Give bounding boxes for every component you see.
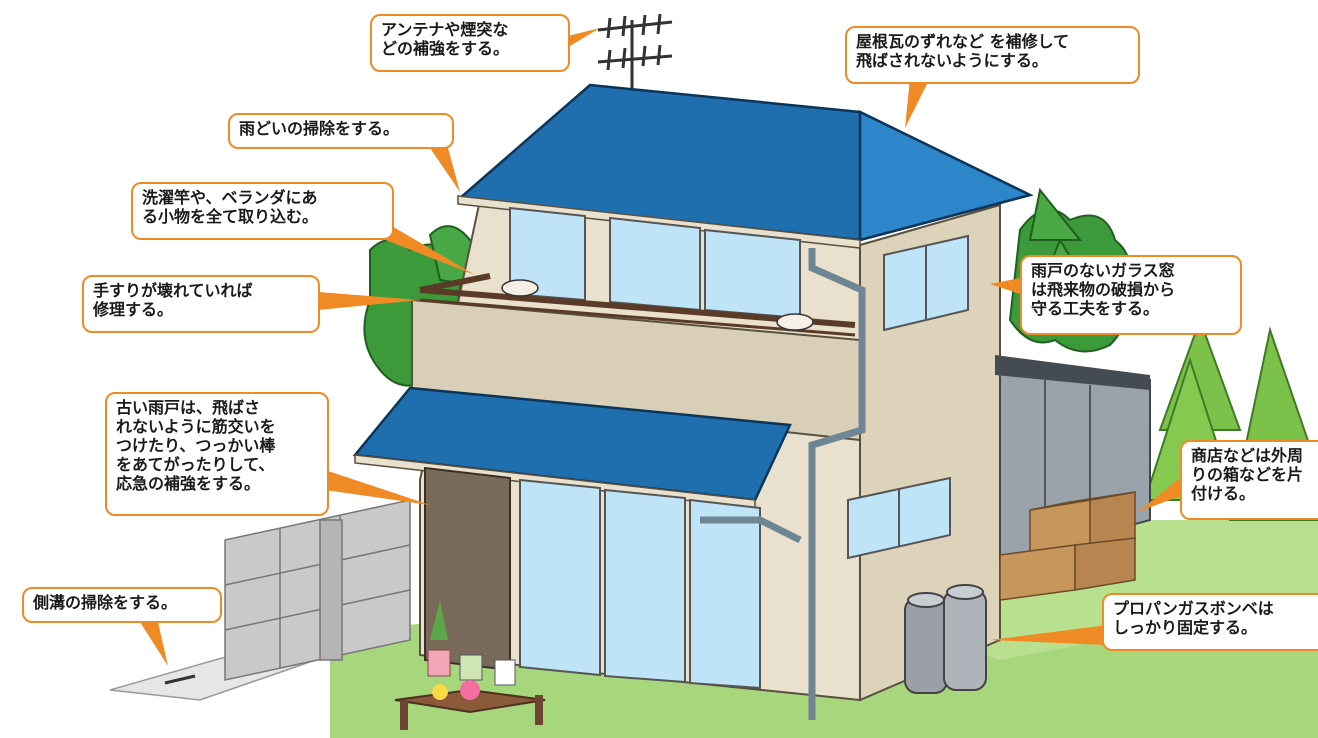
callout-handrail: 手すりが壊れていれば 修理する。 — [82, 275, 320, 333]
cardboard-boxes — [999, 491, 1136, 601]
balcony — [411, 273, 861, 442]
callout-gutter: 雨どいの掃除をする。 — [228, 113, 454, 149]
callout-roof-tiles: 屋根瓦のずれなど を補修して 飛ばされないようにする。 — [845, 26, 1140, 84]
callout-veranda: 洗濯竿や、ベランダにあ る小物を全て取り込む。 — [131, 182, 394, 240]
callout-shop-boxes: 商店などは外周 りの箱などを片 付ける。 — [1180, 440, 1318, 520]
main-roof — [457, 83, 1034, 249]
callout-old-shutter: 古い雨戸は、飛ばさ れないように筋交いを つけたり、つっかい棒 をあてがったりし… — [105, 392, 329, 516]
potted-plants — [394, 600, 546, 730]
callout-propane: プロパンガスボンベは しっかり固定する。 — [1102, 593, 1318, 651]
downspout — [700, 248, 866, 720]
callout-glass-window: 雨戸のないガラス窓 は飛来物の破損から 守る工夫をする。 — [1020, 255, 1242, 335]
upper-windows — [509, 206, 969, 332]
callout-ditch: 側溝の掃除をする。 — [22, 587, 222, 623]
callout-antenna: アンテナや煙突な どの補強をする。 — [370, 14, 570, 72]
block-wall — [224, 499, 411, 681]
propane-cylinders — [904, 584, 987, 694]
lower-windows — [519, 476, 951, 690]
